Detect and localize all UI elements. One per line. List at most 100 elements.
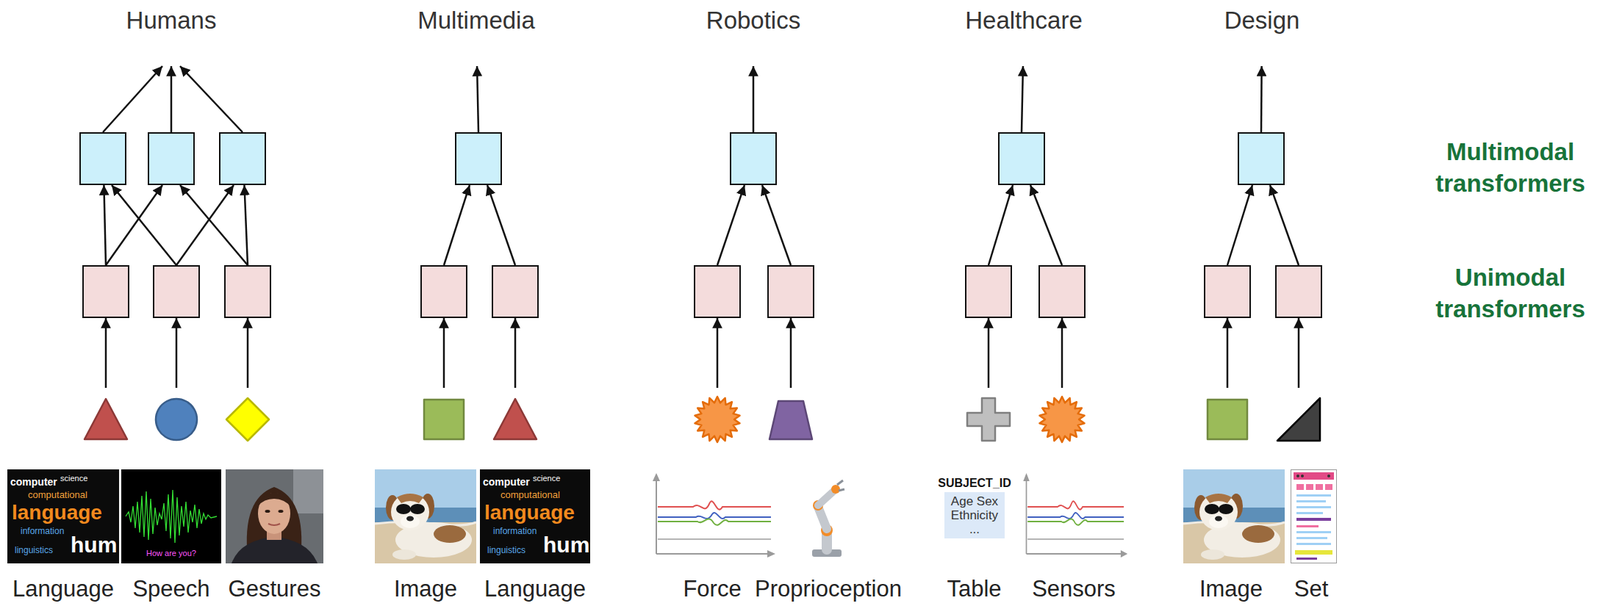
unimodal-transformer-box	[82, 265, 130, 319]
word-cloud-word: hum	[70, 532, 117, 558]
modality-shape	[84, 399, 128, 440]
speech-caption: How are you?	[146, 549, 197, 558]
eye	[278, 510, 284, 513]
modality-input: Set	[1272, 388, 1350, 605]
modality-symbol	[766, 395, 816, 444]
robot-joint	[831, 485, 841, 494]
arrow-connector	[716, 318, 719, 389]
set-tile	[1325, 484, 1333, 491]
column-heading-text: Robotics	[706, 5, 801, 36]
mouth	[268, 524, 281, 526]
set-bar	[1294, 550, 1333, 555]
modality-input: Force	[648, 388, 776, 605]
modality-shape	[226, 398, 269, 441]
row-label: Multimodal transformers	[1425, 136, 1595, 200]
modality-symbol	[693, 395, 742, 444]
multimodal-transformer-box	[454, 132, 502, 186]
set-dot	[1296, 474, 1300, 478]
set-line	[1296, 537, 1328, 540]
arrow-connector	[443, 185, 470, 266]
word-cloud-word: computational	[27, 490, 88, 501]
arrow-connector	[170, 66, 173, 133]
set-line	[1296, 531, 1332, 534]
multimodal-transformer-box	[147, 132, 195, 186]
modality-symbol	[490, 395, 540, 444]
set-tile	[1296, 484, 1304, 491]
column-heading: Design	[1224, 5, 1301, 67]
arrow-connector	[103, 185, 106, 266]
arrow-connector	[762, 185, 791, 266]
shoulders	[231, 537, 318, 564]
arrow-connector	[244, 185, 248, 266]
set-line	[1296, 494, 1332, 497]
arrow-connector	[105, 185, 163, 266]
modality-shape	[424, 399, 464, 440]
column-heading-text: Healthcare	[964, 5, 1083, 36]
arrow-connector	[102, 66, 163, 133]
arrow-connector	[1297, 318, 1301, 389]
set-line	[1296, 506, 1332, 509]
modality-input: Image	[1183, 388, 1279, 605]
gesture-photo	[225, 469, 324, 564]
modality-input: TableSUBJECT_IDAge Sex Ethnicity ...	[933, 388, 1015, 605]
unimodal-transformer-box	[1275, 265, 1323, 319]
arrow-connector	[790, 318, 793, 389]
arrow-connector	[1227, 185, 1253, 266]
unimodal-transformer-box	[420, 265, 468, 319]
modality-shape	[493, 399, 537, 440]
modality-symbol	[1037, 395, 1087, 444]
set-dot	[1300, 474, 1304, 478]
word-cloud-word: linguistics	[14, 546, 53, 556]
connectors	[102, 66, 1299, 389]
arrow-connector	[180, 66, 243, 133]
word-cloud-word: information	[493, 526, 537, 537]
column-heading-text: Multimedia	[417, 5, 536, 36]
sensor-chart	[1023, 473, 1128, 558]
robot-gripper	[837, 480, 845, 491]
modality-input: Image	[374, 388, 477, 605]
word-cloud-word: science	[532, 474, 561, 483]
arrow-connector	[1270, 185, 1299, 266]
set-line	[1296, 500, 1326, 503]
speech-waveform	[125, 490, 217, 544]
modality-label: Proprioception	[754, 576, 902, 603]
modality-label: Image	[1199, 576, 1263, 603]
modality-label: Language	[12, 576, 114, 603]
set-tile	[1306, 484, 1314, 491]
modality-shape	[1277, 398, 1320, 441]
word-cloud-image	[479, 469, 591, 564]
photo-ground	[225, 469, 324, 564]
multimodal-transformer-box	[219, 132, 267, 186]
modality-shape	[1039, 396, 1085, 443]
multimodal-transformer-box	[998, 132, 1046, 186]
arrow-connector	[1030, 185, 1063, 266]
modality-label: Table	[946, 576, 1002, 603]
column-heading: Humans	[126, 5, 217, 67]
word-cloud-image	[7, 469, 120, 564]
arrow-connector	[175, 318, 178, 389]
modality-shape	[1207, 399, 1248, 440]
unimodal-transformer-box	[491, 265, 539, 319]
arrow-connector	[246, 318, 250, 389]
column-heading-text: Design	[1224, 5, 1301, 36]
modality-symbol	[964, 395, 1013, 444]
modality-symbol	[1203, 395, 1252, 444]
modality-input: Proprioception	[749, 388, 907, 605]
arrow-connector	[988, 185, 1013, 266]
arrow-connector	[105, 318, 108, 389]
arrow-connector	[1021, 66, 1024, 133]
modality-label: Set	[1294, 576, 1329, 603]
unimodal-transformer-box	[1203, 265, 1251, 319]
word-cloud-word: computer	[10, 476, 58, 489]
word-cloud-word: computational	[500, 490, 561, 501]
force-chart	[652, 473, 776, 558]
word-cloud-ground	[479, 469, 591, 564]
arrow-connector	[1061, 318, 1064, 389]
dog-photo	[374, 469, 477, 564]
modality-shape	[967, 398, 1010, 441]
speech-image	[121, 469, 222, 564]
layout-set-image	[1291, 470, 1337, 564]
table-fields: Age Sex Ethnicity ...	[944, 492, 1005, 539]
